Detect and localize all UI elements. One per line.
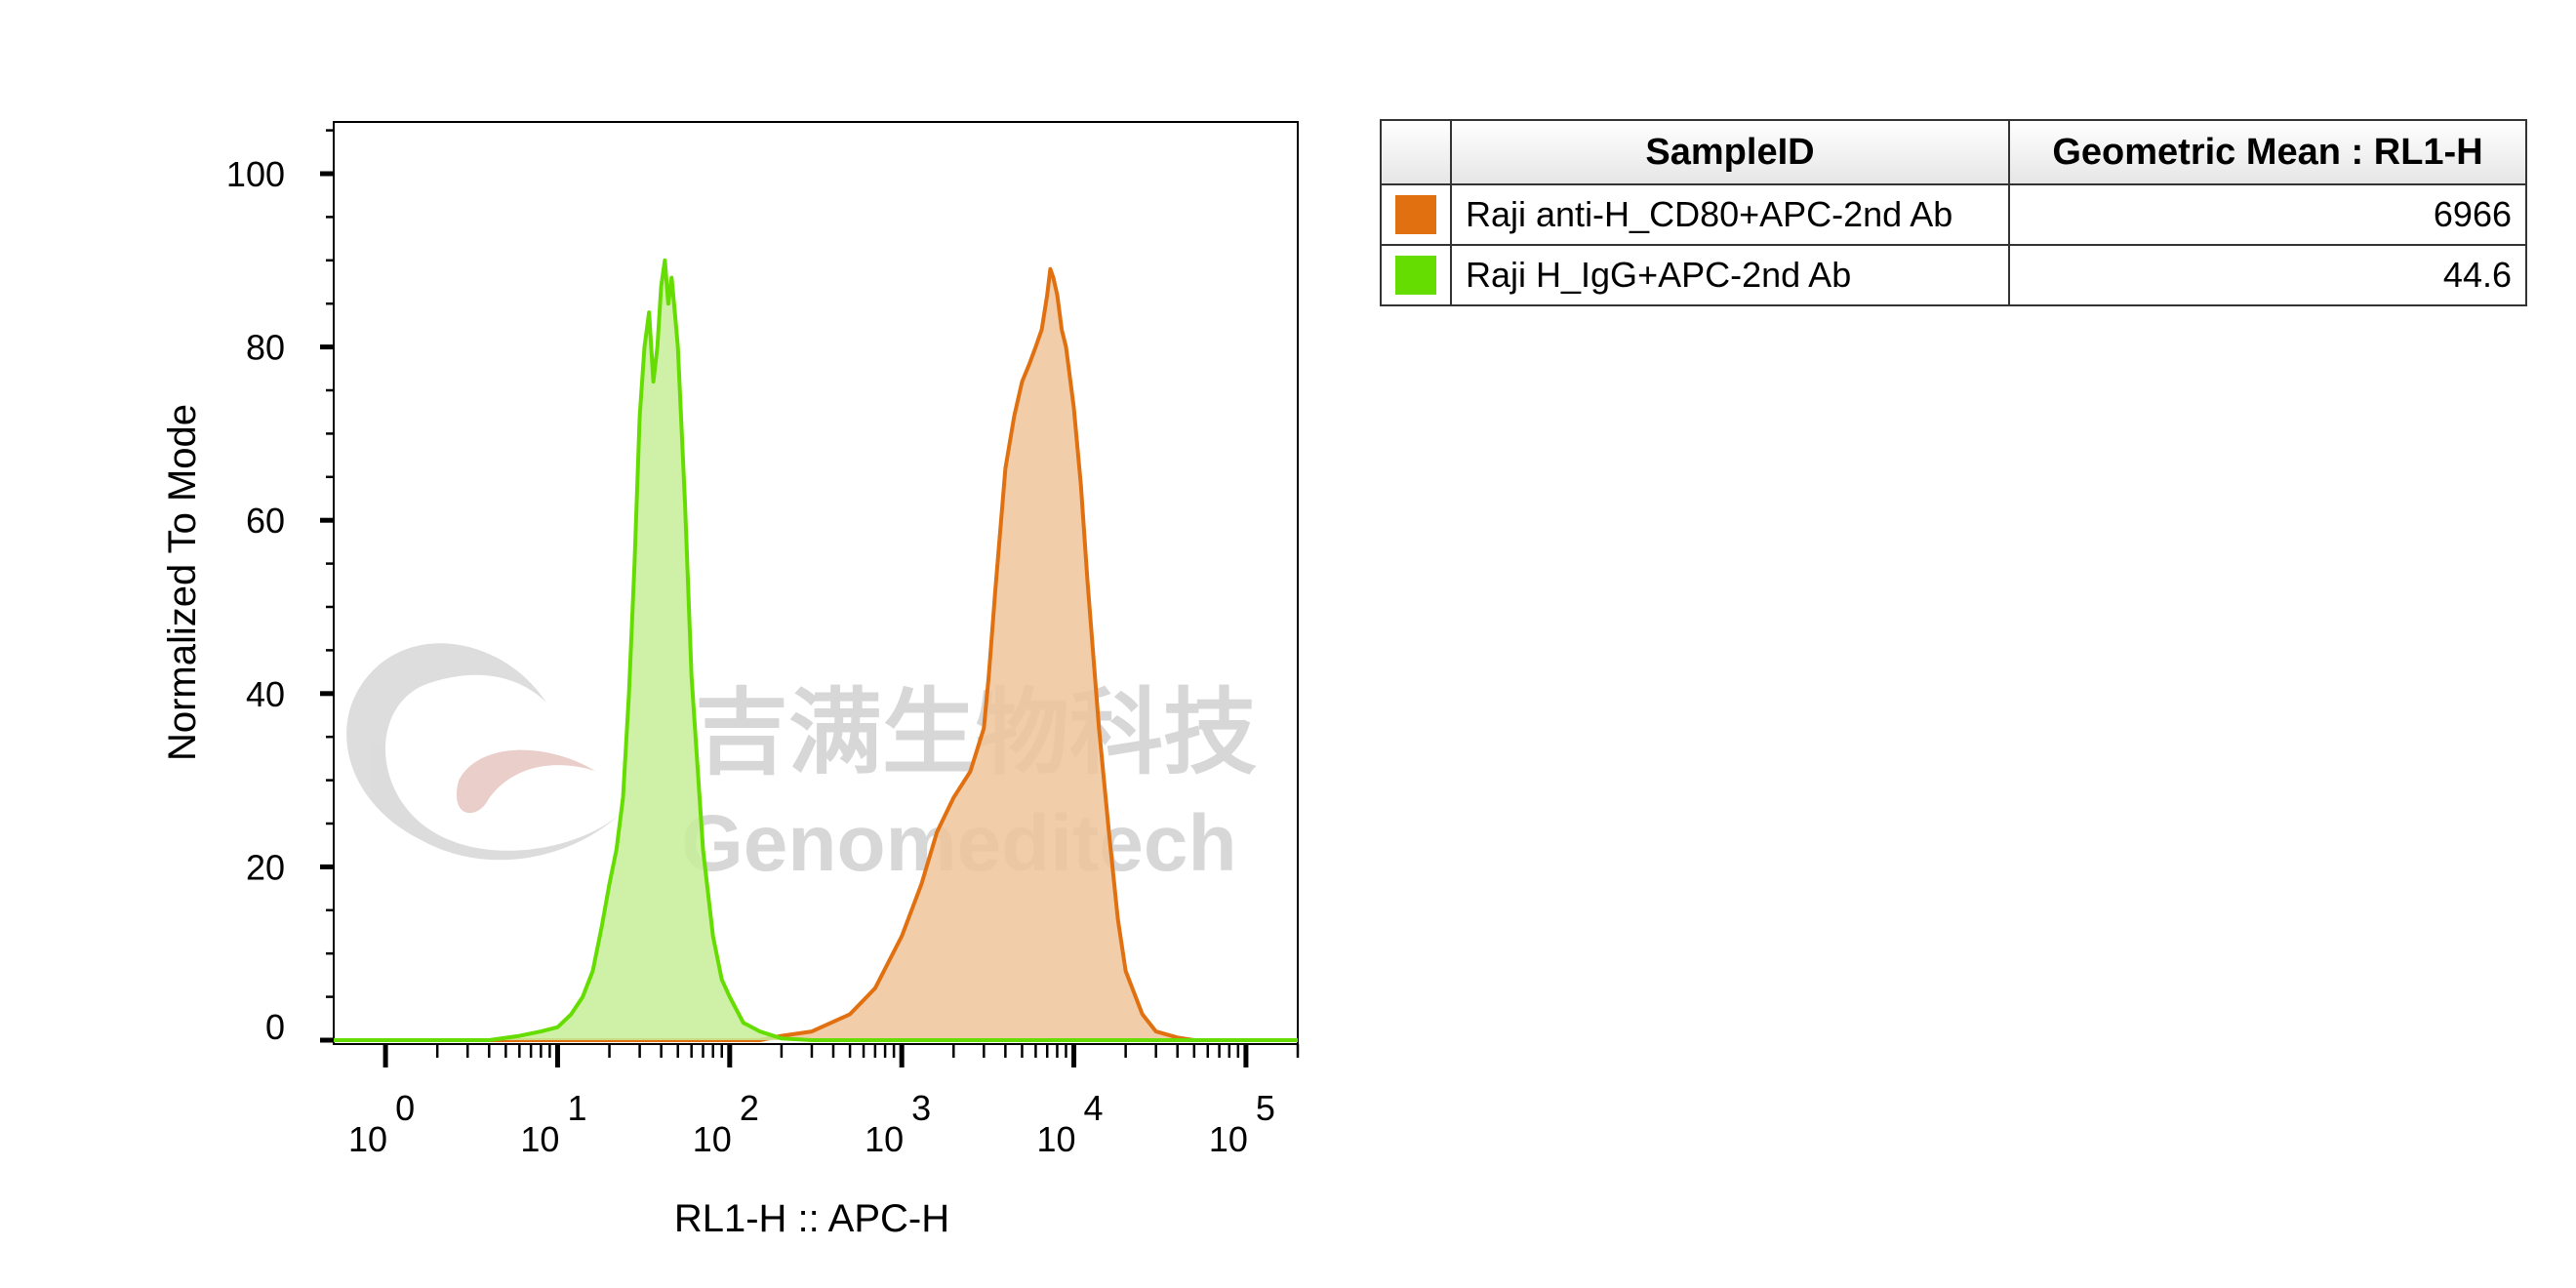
svg-text:1: 1 (567, 1088, 586, 1128)
x-tick-label: 101 (520, 1088, 586, 1159)
x-tick-label: 105 (1209, 1088, 1275, 1159)
svg-text:3: 3 (911, 1088, 931, 1128)
watermark: 吉满生物科技 Genomeditech (346, 643, 1257, 888)
table-header-swatch (1380, 119, 1452, 185)
svg-text:10: 10 (520, 1119, 559, 1159)
svg-text:5: 5 (1256, 1088, 1275, 1128)
y-tick-label: 80 (246, 328, 285, 368)
svg-text:4: 4 (1084, 1088, 1104, 1128)
svg-text:10: 10 (1036, 1119, 1075, 1159)
table-row: Raji H_IgG+APC-2nd Ab 44.6 (1380, 244, 2527, 306)
svg-text:2: 2 (740, 1088, 759, 1128)
svg-text:10: 10 (348, 1119, 387, 1159)
series-color-swatch (1395, 256, 1436, 295)
series-color-swatch (1395, 195, 1436, 234)
table-header-row: SampleID Geometric Mean : RL1-H (1380, 119, 2527, 185)
plot-frame (333, 121, 1299, 1045)
table-cell-sample: Raji anti-H_CD80+APC-2nd Ab (1450, 183, 2010, 246)
y-tick-label: 100 (226, 154, 285, 194)
table-row: Raji anti-H_CD80+APC-2nd Ab 6966 (1380, 183, 2527, 246)
x-tick-label: 103 (865, 1088, 931, 1159)
series-igg (334, 258, 1298, 1042)
table-cell-value: 44.6 (2008, 244, 2527, 306)
series-line (334, 266, 1298, 1042)
y-tick-label: 60 (246, 501, 285, 541)
watermark-logo-swoosh-icon (456, 749, 595, 814)
series-area (334, 268, 1298, 1040)
y-axis: 0 20 40 60 80 100 (226, 129, 334, 1047)
y-tick-label: 20 (246, 847, 285, 887)
series-layer (334, 258, 1298, 1042)
table-header-sample: SampleID (1450, 119, 2010, 185)
svg-text:10: 10 (865, 1119, 904, 1159)
x-tick-label: 102 (693, 1088, 759, 1159)
statistics-table: SampleID Geometric Mean : RL1-H Raji ant… (1380, 119, 2527, 306)
y-tick-label: 40 (246, 674, 285, 714)
svg-text:10: 10 (693, 1119, 732, 1159)
series-line (334, 258, 1298, 1042)
series-cd80 (334, 266, 1298, 1042)
svg-text:10: 10 (1209, 1119, 1248, 1159)
svg-text:0: 0 (395, 1088, 415, 1128)
x-axis-title: RL1-H :: APC-H (674, 1197, 949, 1240)
y-tick-label: 0 (265, 1007, 285, 1047)
table-header-value: Geometric Mean : RL1-H (2008, 119, 2527, 185)
table-cell-value: 6966 (2008, 183, 2527, 246)
watermark-logo-icon (346, 643, 624, 861)
x-tick-label: 100 (348, 1088, 415, 1159)
x-tick-label: 104 (1036, 1088, 1103, 1159)
y-axis-title: Normalized To Mode (161, 404, 204, 761)
table-cell-sample: Raji H_IgG+APC-2nd Ab (1450, 244, 2010, 306)
